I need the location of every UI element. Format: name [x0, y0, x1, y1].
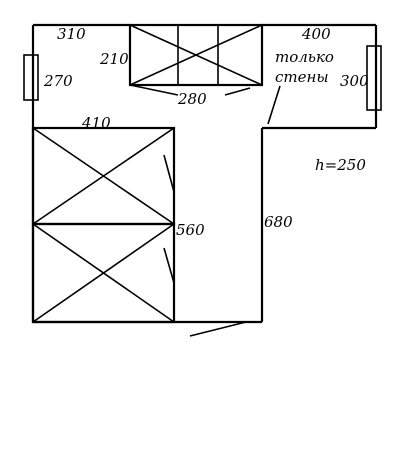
- right-window: [366, 45, 382, 111]
- large-unit-door-lower: [163, 247, 175, 284]
- label-top-right-width: 400: [301, 25, 331, 43]
- label-corridor-length: 680: [264, 213, 293, 231]
- label-note-line1: только: [275, 48, 334, 66]
- label-top-left-width: 310: [57, 25, 86, 43]
- large-cabinet-unit: [31, 126, 176, 324]
- large-unit-door-upper: [163, 154, 175, 193]
- top-cabinet-unit: [128, 23, 264, 96]
- label-right-height: 300: [340, 72, 369, 90]
- label-large-unit-width: 410: [81, 114, 111, 132]
- label-large-unit-height: 560: [176, 221, 205, 239]
- step-door-mark: [267, 85, 281, 125]
- label-note-line2: стены: [275, 68, 329, 86]
- left-window: [23, 54, 39, 101]
- top-unit-door-right: [224, 87, 251, 96]
- label-left-height: 270: [43, 72, 73, 90]
- label-ceiling-height: h=250: [315, 156, 366, 174]
- label-top-unit-height: 210: [99, 50, 129, 68]
- entry-door: [189, 321, 247, 337]
- top-unit-door-left: [129, 84, 179, 96]
- label-top-unit-width: 280: [177, 90, 207, 108]
